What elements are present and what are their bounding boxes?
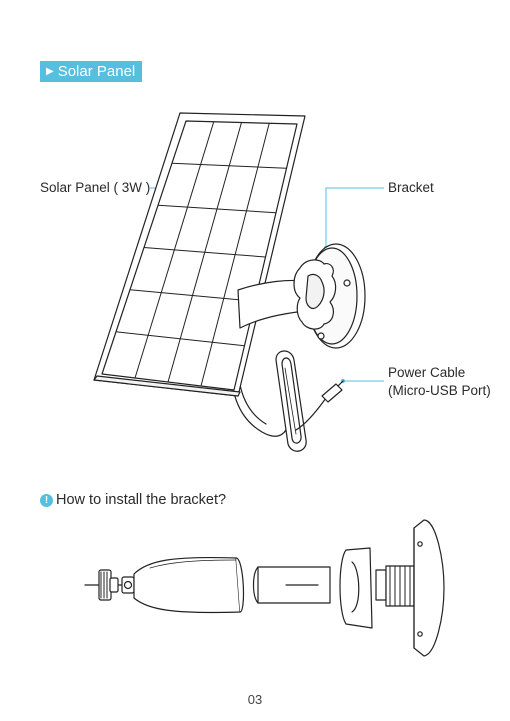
exclamation-circle-icon: ! (40, 494, 53, 507)
install-question-text: How to install the bracket? (56, 492, 226, 508)
callout-power-cable: Power Cable (388, 364, 465, 382)
callout-bracket: Bracket (388, 179, 434, 197)
callout-solar-panel: Solar Panel ( 3W ) (40, 179, 150, 197)
install-question: ! How to install the bracket? (40, 492, 226, 508)
bracket-leader (326, 188, 384, 248)
micro-usb-plug (322, 384, 342, 402)
callout-micro-usb-port: (Micro-USB Port) (388, 382, 491, 400)
page-number: 03 (0, 692, 510, 707)
bracket-knob-part (340, 548, 372, 628)
bracket-arm-part (134, 558, 240, 613)
bracket-install-diagram (85, 520, 444, 656)
